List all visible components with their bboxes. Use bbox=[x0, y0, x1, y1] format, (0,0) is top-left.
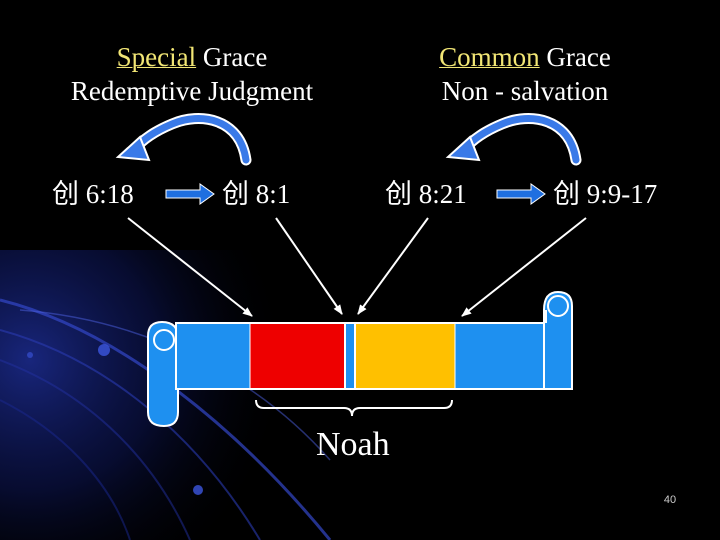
noah-label: Noah bbox=[316, 426, 390, 464]
noah-brace bbox=[256, 400, 452, 416]
redemptive-segment bbox=[250, 324, 345, 388]
right-arrow-2-icon bbox=[497, 184, 545, 204]
page-number: 40 bbox=[650, 494, 690, 506]
pointer-line-3 bbox=[358, 218, 428, 314]
curved-arrow-left-icon bbox=[118, 119, 246, 160]
right-arrow-1-icon bbox=[166, 184, 214, 204]
common-grace-segment bbox=[356, 324, 455, 388]
pointer-line-1 bbox=[128, 218, 252, 316]
pointer-line-2 bbox=[276, 218, 342, 314]
curved-arrow-right-icon bbox=[448, 119, 576, 160]
